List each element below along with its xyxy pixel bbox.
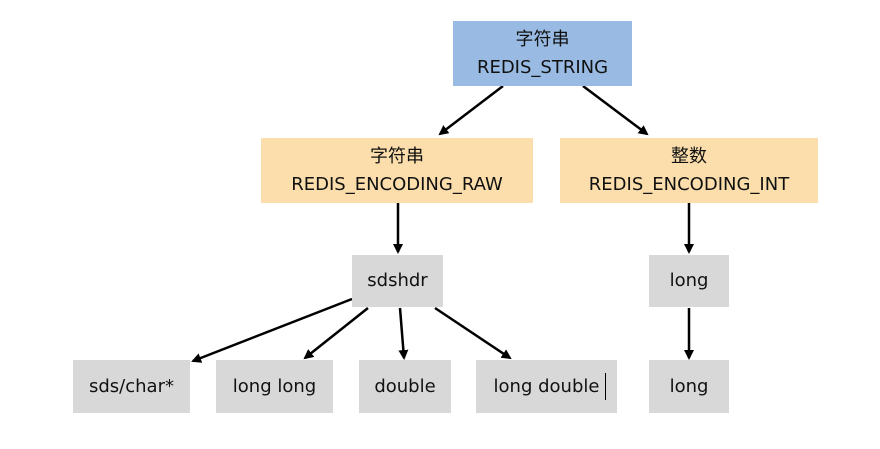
node-sdshdr: sdshdr (352, 255, 443, 307)
node-double: double (359, 360, 451, 413)
node-type-label: 字符串 (515, 28, 570, 50)
node-label: sdshdr (367, 270, 428, 291)
node-redis-string: 字符串 REDIS_STRING (453, 21, 632, 86)
edge-sdshdr-to-long-long (303, 307, 369, 360)
node-encoding-int: 整数 REDIS_ENCODING_INT (560, 138, 818, 203)
node-long-long: long long (216, 360, 333, 413)
node-encoding-label: REDIS_STRING (476, 56, 609, 78)
node-label: double (374, 375, 436, 397)
node-long-top: long (649, 255, 729, 307)
edges-layer (191, 85, 694, 363)
edge-sdshdr-to-sds-char (191, 297, 353, 363)
node-sds-char: sds/char* (73, 360, 190, 413)
node-encoding-label: REDIS_ENCODING_RAW (291, 173, 503, 195)
node-encoding-raw: 字符串 REDIS_ENCODING_RAW (261, 138, 533, 203)
node-type-label: 整数 (671, 145, 707, 167)
node-label: long double (493, 375, 600, 397)
node-encoding-label: REDIS_ENCODING_INT (588, 173, 790, 195)
edge-redis-string-to-encoding-raw (438, 85, 504, 136)
node-label: sds/char* (89, 375, 174, 397)
node-long-bottom: long (649, 360, 729, 413)
node-type-label: 字符串 (370, 145, 424, 167)
node-label: long (669, 375, 709, 397)
node-label: long (669, 270, 709, 291)
text-cursor (605, 373, 606, 400)
edge-sdshdr-to-double (398, 307, 409, 360)
edge-redis-string-to-encoding-int (582, 85, 649, 136)
node-label: long long (232, 375, 317, 397)
edge-sdshdr-to-long-double (434, 306, 512, 360)
node-long-double[interactable]: long double (476, 360, 617, 413)
